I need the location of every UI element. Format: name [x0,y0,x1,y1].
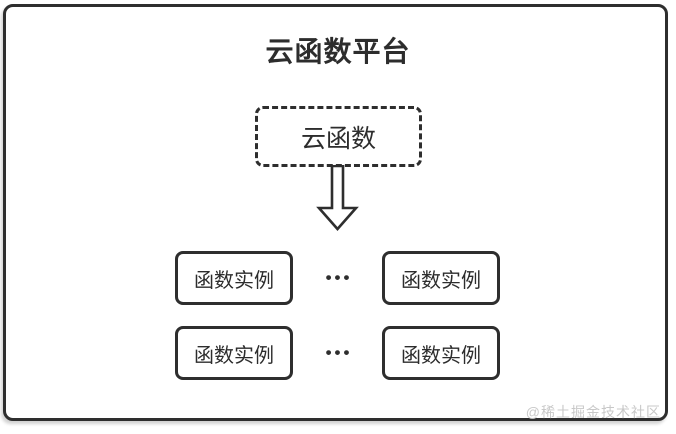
function-instance-label: 函数实例 [401,269,481,292]
function-instance-node: 函数实例 [382,251,500,305]
cloud-function-node: 云函数 [255,106,422,167]
cloud-function-label: 云函数 [300,124,376,153]
down-arrow-icon [315,164,360,232]
ellipsis-icon: ••• [325,268,353,287]
function-instance-node: 函数实例 [175,326,293,380]
function-instance-label: 函数实例 [194,269,274,292]
ellipsis-icon: ••• [325,343,353,362]
diagram-title: 云函数平台 [265,36,411,67]
function-instance-node: 函数实例 [175,251,293,305]
function-instance-node: 函数实例 [382,326,500,380]
watermark-text: @稀土掘金技术社区 [525,404,661,420]
function-instance-label: 函数实例 [401,344,481,367]
function-instance-label: 函数实例 [194,344,274,367]
